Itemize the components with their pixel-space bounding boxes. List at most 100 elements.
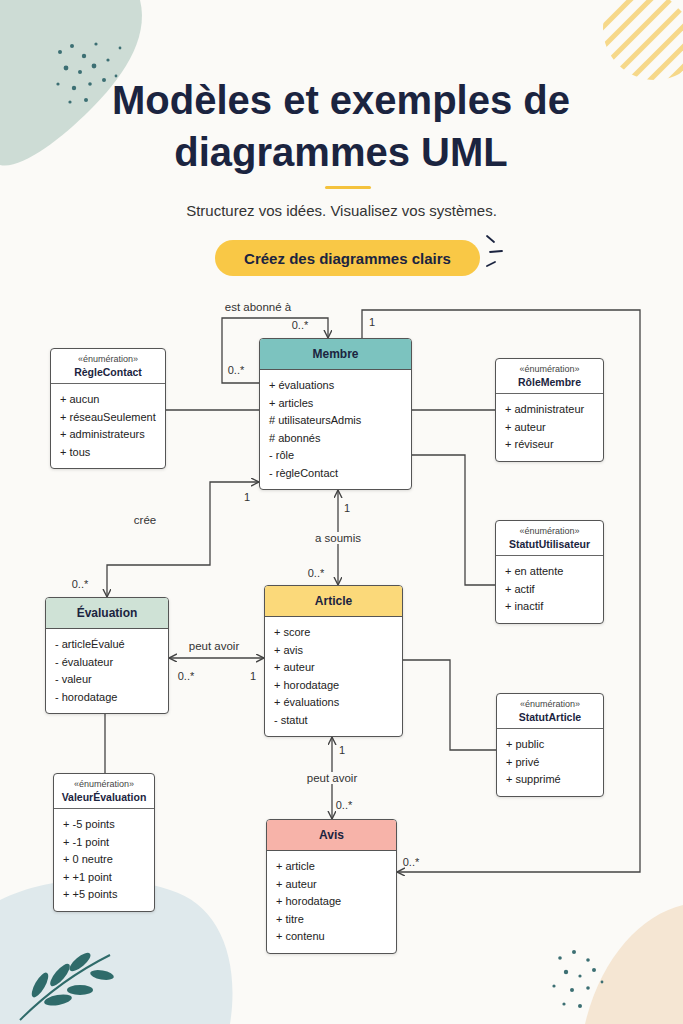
stereotype: «énumération» (54, 353, 162, 365)
enum-value: + privé (506, 754, 595, 772)
class-box: Article+ score+ avis+ auteur+ horodatage… (264, 585, 403, 737)
striped-circle (580, 0, 683, 120)
attribute: + horodatage (276, 893, 388, 911)
attribute: - règleContact (269, 465, 403, 483)
attribute: + articles (269, 395, 403, 413)
attribute: - articleÉvalué (55, 636, 160, 654)
enum-box: «énumération»RôleMembre + administrateur+… (495, 358, 604, 462)
attribute: + article (276, 858, 388, 876)
attribute: + avis (274, 642, 394, 660)
attribute: + titre (276, 911, 388, 929)
enum-value: + actif (505, 581, 595, 599)
multiplicity: 1 (344, 502, 350, 514)
multiplicity: 0..* (228, 364, 245, 376)
attribute: + contenu (276, 928, 388, 946)
class-name: Évaluation (46, 598, 168, 629)
stereotype: «énumération» (499, 363, 600, 375)
leaves (20, 950, 115, 1020)
enum-header: «énumération»ValeurÉvaluation (54, 774, 154, 809)
attribute-list: - articleÉvalué- évaluateur- valeur- hor… (46, 629, 168, 713)
attribute: - évaluateur (55, 654, 160, 672)
spark (487, 236, 502, 266)
multiplicity: 0..* (178, 670, 195, 682)
button-label: Créez des diagrammes clairs (244, 250, 451, 267)
enum-values: + administrateur+ auteur+ réviseur (496, 394, 603, 461)
enum-name: RègleContact (54, 365, 162, 379)
class-box: Évaluation- articleÉvalué- évaluateur- v… (45, 597, 169, 714)
stereotype: «énumération» (499, 525, 600, 537)
class-name: Avis (267, 820, 396, 851)
enum-name: StatutUtilisateur (499, 537, 600, 551)
class-box: Avis+ article+ auteur+ horodatage+ titre… (266, 819, 397, 954)
enum-value: + en attente (505, 563, 595, 581)
association-label: peut avoir (187, 640, 242, 652)
button: Créez des diagrammes clairs (215, 240, 480, 276)
attribute: + score (274, 624, 394, 642)
association-label: est abonné à (223, 301, 294, 313)
multiplicity: 1 (244, 491, 250, 503)
multiplicity: 1 (339, 744, 345, 756)
enum-name: RôleMembre (499, 375, 600, 389)
enum-value: + -1 point (63, 834, 146, 852)
enum-value: + réviseur (505, 436, 595, 454)
multiplicity: 0..* (292, 319, 309, 331)
multiplicity: 0..* (336, 799, 353, 811)
underline (325, 186, 371, 189)
association-label: peut avoir (305, 772, 360, 784)
stereotype: «énumération» (500, 698, 600, 710)
enum-values: + public+ privé+ supprimé (497, 729, 603, 796)
attribute: + évaluations (269, 377, 403, 395)
class-box: Membre+ évaluations+ articles# utilisate… (259, 338, 412, 490)
enum-box: «énumération»StatutUtilisateur+ en atten… (495, 520, 604, 624)
enum-value: + inactif (505, 598, 595, 616)
enum-values: + -5 points+ -1 point+ 0 neutre+ +1 poin… (54, 809, 154, 911)
attribute: # utilisateursAdmis (269, 412, 403, 430)
enum-value: + +5 points (63, 886, 146, 904)
enum-value: + aucun (60, 391, 157, 409)
caption: Structurez vos idées. Visualisez vos sys… (0, 202, 683, 219)
association-line (412, 455, 495, 585)
enum-value: + réseauSeulement (60, 409, 157, 427)
enum-value: + tous (60, 444, 157, 462)
enum-name: StatutArticle (500, 710, 600, 724)
attribute: + évaluations (274, 694, 394, 712)
enum-box: «énumération»RègleContact + aucun+ réseau… (50, 348, 166, 469)
multiplicity: 1 (369, 316, 375, 328)
association-line (104, 714, 105, 773)
multiplicity: 0..* (72, 578, 89, 590)
attribute: - rôle (269, 447, 403, 465)
enum-values: + aucun+ réseauSeulement+ administrateur… (51, 384, 165, 468)
attribute: - horodatage (55, 689, 160, 707)
enum-header: «énumération»StatutArticle (497, 694, 603, 729)
dots (56, 42, 121, 103)
attribute-list: + article+ auteur+ horodatage+ titre+ co… (267, 851, 396, 953)
association-line (107, 482, 259, 597)
blob (585, 905, 683, 1024)
enum-value: + +1 point (63, 869, 146, 887)
association-line (403, 660, 496, 750)
attribute: + horodatage (274, 677, 394, 695)
association-label: a soumis (313, 532, 363, 544)
multiplicity: 0..* (308, 567, 325, 579)
enum-value: + auteur (505, 419, 595, 437)
title: Modèles et exemples de diagrammes UML (111, 74, 571, 178)
attribute: + auteur (276, 876, 388, 894)
association-line (412, 409, 495, 410)
multiplicity: 1 (250, 670, 256, 682)
multiplicity: 0..* (403, 856, 420, 868)
stereotype: «énumération» (57, 778, 151, 790)
dots (552, 950, 603, 1008)
enum-box: «énumération»ValeurÉvaluation+ -5 points… (53, 773, 155, 912)
enum-header: «énumération»StatutUtilisateur (496, 521, 603, 556)
enum-name: ValeurÉvaluation (57, 790, 151, 804)
association-line (166, 409, 259, 410)
association-line (169, 657, 264, 658)
association-label: crée (132, 514, 158, 526)
attribute-list: + évaluations+ articles# utilisateursAdm… (260, 370, 411, 489)
attribute: - valeur (55, 671, 160, 689)
enum-value: + 0 neutre (63, 851, 146, 869)
enum-values: + en attente+ actif+ inactif (496, 556, 603, 623)
attribute: + auteur (274, 659, 394, 677)
enum-value: + -5 points (63, 816, 146, 834)
enum-value: + supprimé (506, 771, 595, 789)
